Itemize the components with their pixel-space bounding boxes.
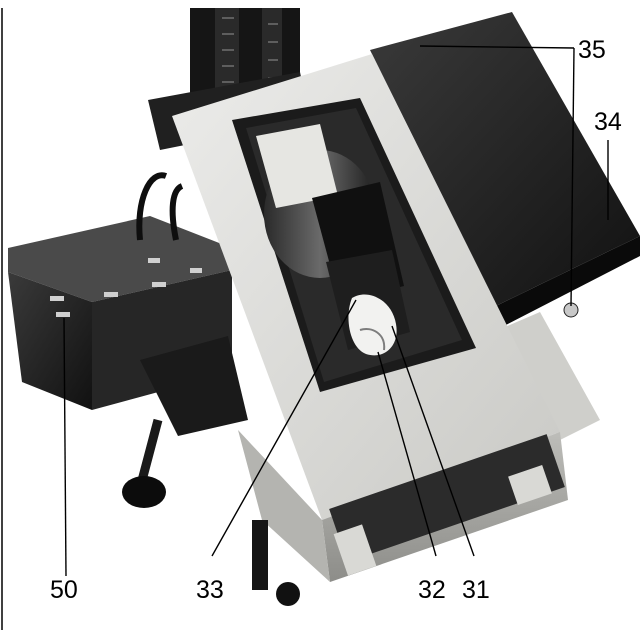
leader-31 [391, 325, 475, 557]
leader-33 [211, 299, 357, 557]
callout-34: 34 [594, 108, 622, 136]
leader-50 [63, 317, 67, 577]
recess-opening [232, 98, 476, 392]
leader-lines [63, 45, 609, 577]
callout-31: 31 [462, 576, 490, 604]
side-rail [498, 312, 600, 440]
leader-35-b [570, 47, 575, 307]
callout-32: 32 [418, 576, 446, 604]
callout-35: 35 [578, 36, 606, 64]
callout-50: 50 [50, 576, 78, 604]
vertical-column [190, 8, 300, 96]
leader-32 [377, 351, 437, 557]
lever-handle [122, 336, 248, 508]
callout-33: 33 [196, 576, 224, 604]
leader-35-a [419, 45, 575, 49]
